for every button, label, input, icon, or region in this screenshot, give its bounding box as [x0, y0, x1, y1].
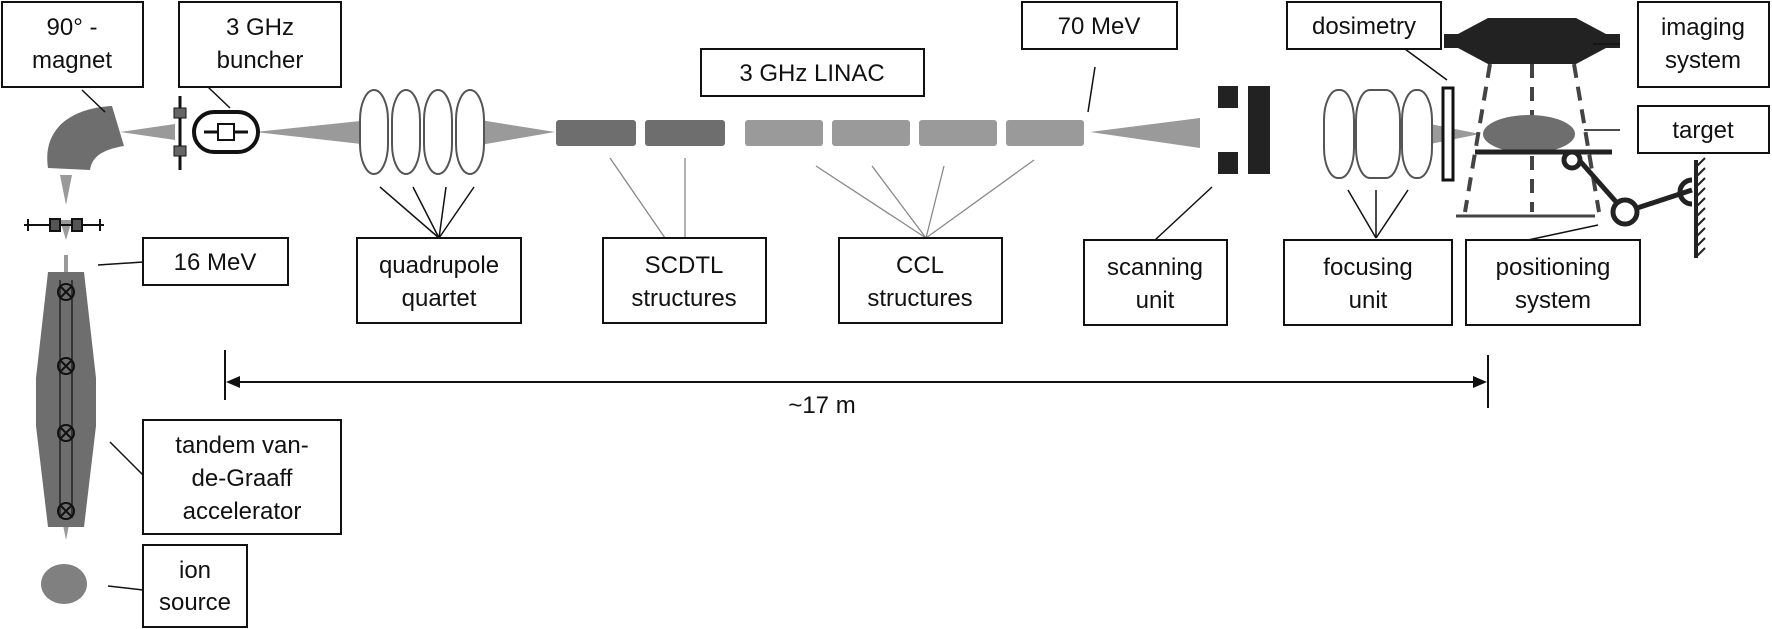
- label-imaging: imaging system: [1637, 1, 1770, 88]
- label-energy-out-line1: 70 MeV: [1058, 13, 1141, 40]
- buncher-shape: [173, 96, 260, 170]
- positioning-system-shape: [1456, 149, 1698, 258]
- label-scanning-line2: unit: [1136, 287, 1175, 314]
- label-tandem: tandem van- de-Graaff accelerator: [142, 419, 342, 535]
- label-positioning: positioning system: [1465, 239, 1641, 326]
- label-ccl-line2: structures: [867, 285, 972, 312]
- label-positioning-line2: system: [1515, 287, 1591, 314]
- label-positioning-line1: positioning: [1496, 254, 1611, 281]
- label-ccl: CCL structures: [838, 237, 1003, 324]
- label-quadrupole-line2: quartet: [402, 285, 477, 312]
- dosimetry-shape: [1441, 86, 1455, 182]
- label-magnet: 90° - magnet: [1, 1, 144, 88]
- label-target: target: [1637, 105, 1770, 154]
- label-quadrupole: quadrupole quartet: [356, 237, 522, 324]
- label-focusing-line2: unit: [1349, 287, 1388, 314]
- label-tandem-line1: tandem van-: [175, 432, 308, 459]
- label-energy-in: 16 MeV: [142, 237, 289, 286]
- label-imaging-line1: imaging: [1661, 14, 1745, 41]
- vertical-steerer-icon: [24, 218, 104, 232]
- imaging-system-shape: [1444, 18, 1620, 213]
- label-tandem-line2: de-Graaff: [192, 465, 293, 492]
- label-linac-line1: 3 GHz LINAC: [739, 60, 884, 87]
- label-ion-source: ion source: [142, 544, 248, 628]
- label-energy-out: 70 MeV: [1021, 1, 1178, 50]
- scdtl-structures-shape: [556, 120, 725, 146]
- label-ion-source-line1: ion: [179, 557, 211, 584]
- label-ccl-line1: CCL: [896, 252, 944, 279]
- label-quadrupole-line1: quadrupole: [379, 252, 499, 279]
- bending-magnet-shape: [47, 106, 124, 170]
- label-focusing-line1: focusing: [1323, 254, 1412, 281]
- label-magnet-line1: 90° -: [47, 14, 98, 41]
- length-label: ~17 m: [788, 392, 855, 419]
- length-dimension: [224, 350, 1489, 408]
- label-energy-in-line1: 16 MeV: [174, 249, 257, 276]
- label-imaging-line2: system: [1665, 47, 1741, 74]
- label-linac: 3 GHz LINAC: [700, 48, 925, 97]
- label-ion-source-line2: source: [159, 589, 231, 616]
- label-scdtl-line1: SCDTL: [645, 252, 724, 279]
- label-scdtl: SCDTL structures: [602, 237, 767, 324]
- leader-lines: [81, 43, 1620, 591]
- tandem-accelerator-shape: [36, 272, 96, 527]
- label-focusing: focusing unit: [1283, 239, 1453, 326]
- target-shape: [1483, 115, 1575, 153]
- label-buncher-line2: buncher: [217, 47, 304, 74]
- label-buncher-line1: 3 GHz: [226, 14, 294, 41]
- label-buncher: 3 GHz buncher: [178, 1, 342, 88]
- label-dosimetry-line1: dosimetry: [1312, 13, 1416, 40]
- label-dosimetry: dosimetry: [1286, 1, 1442, 50]
- focusing-unit-shape: [1323, 89, 1433, 179]
- label-magnet-line2: magnet: [32, 47, 112, 74]
- label-tandem-line3: accelerator: [183, 498, 302, 525]
- scanning-unit-shape: [1218, 86, 1270, 174]
- quadrupole-quartet-shape: [359, 89, 485, 175]
- label-scdtl-line2: structures: [631, 285, 736, 312]
- ccl-structures-shape: [745, 120, 1084, 146]
- label-scanning-line1: scanning: [1107, 254, 1203, 281]
- label-scanning: scanning unit: [1083, 239, 1228, 326]
- ion-source-shape: [41, 564, 87, 604]
- label-target-line1: target: [1672, 117, 1734, 144]
